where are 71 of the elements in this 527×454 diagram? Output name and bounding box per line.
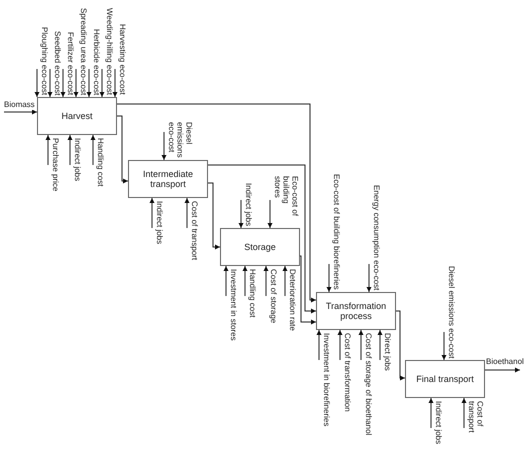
input-label: Cost of transformation bbox=[342, 333, 351, 412]
input-label: Spreading urea eco-cost bbox=[78, 8, 87, 95]
arrow bbox=[184, 198, 190, 228]
arrow bbox=[300, 256, 316, 324]
process-box: Storage bbox=[220, 228, 300, 266]
process-box: Intermediate transport bbox=[128, 160, 208, 198]
arrow bbox=[366, 264, 372, 292]
input-label: Diesel emissions eco-cost bbox=[446, 266, 455, 358]
input-label: Eco-cost of building stores bbox=[272, 176, 298, 226]
input-label: Cost of storage of bioethanol bbox=[363, 333, 372, 436]
arrow bbox=[282, 266, 288, 296]
arrow bbox=[238, 200, 244, 228]
arrow bbox=[74, 68, 78, 98]
arrow bbox=[90, 134, 96, 166]
input-label: Purchase price bbox=[50, 138, 59, 192]
edge-label: Bioethanol bbox=[486, 358, 524, 367]
input-label: Cost of storage bbox=[268, 269, 277, 324]
input-label: Indirect jobs bbox=[72, 138, 81, 182]
input-label: Deterioration rate bbox=[287, 269, 296, 331]
input-label: Indirect jobs bbox=[243, 182, 252, 226]
input-label: Diesel emissions eco-cost bbox=[166, 122, 192, 158]
input-label: Direct jobs bbox=[382, 333, 391, 371]
arrow bbox=[60, 68, 66, 98]
input-label: Harvesting eco-cost bbox=[117, 24, 126, 95]
input-label: Handling cost bbox=[247, 269, 256, 318]
arrow bbox=[268, 200, 272, 228]
arrow bbox=[378, 330, 382, 360]
arrow bbox=[48, 68, 52, 98]
input-label: Seedbed eco-cost bbox=[52, 30, 61, 95]
input-label: Energy consumption eco-cost bbox=[371, 184, 380, 290]
input-label: Indirect jobs bbox=[154, 201, 163, 244]
arrow bbox=[396, 310, 406, 380]
arrow bbox=[326, 264, 332, 292]
input-label: Handling cost bbox=[95, 138, 104, 186]
arrow bbox=[208, 164, 316, 314]
process-box: Harvest bbox=[37, 97, 117, 135]
process-box: Transformation process bbox=[316, 292, 396, 330]
arrow bbox=[116, 104, 316, 302]
arrow bbox=[208, 182, 220, 250]
arrow bbox=[116, 116, 128, 184]
input-label: Investment in biorefineries bbox=[321, 333, 330, 426]
input-label: Cost of transport bbox=[189, 201, 198, 260]
arrow bbox=[442, 332, 446, 360]
arrow bbox=[86, 68, 92, 98]
arrow bbox=[358, 330, 364, 360]
arrow bbox=[4, 110, 38, 114]
arrow bbox=[338, 330, 342, 360]
input-label: Indirect jobs bbox=[433, 401, 442, 444]
arrow bbox=[462, 398, 466, 428]
input-label: Fertilizer eco-cost bbox=[65, 32, 74, 95]
process-box: Final transport bbox=[405, 360, 485, 398]
arrow bbox=[484, 368, 520, 372]
arrow bbox=[100, 68, 104, 98]
input-label: Investment in stores bbox=[228, 269, 237, 341]
input-label: Weeding-hilling eco-cost bbox=[104, 8, 113, 95]
input-label: Cost of transport bbox=[466, 401, 484, 449]
arrow bbox=[162, 132, 166, 160]
arrow bbox=[150, 198, 154, 228]
input-label: Herbicide eco-cost bbox=[91, 28, 100, 95]
input-label: Ploughing eco-cost bbox=[39, 26, 48, 95]
arrow bbox=[264, 266, 268, 296]
edge-label: Biomass bbox=[4, 101, 35, 110]
arrow bbox=[112, 68, 118, 98]
arrow bbox=[242, 266, 248, 296]
arrow bbox=[34, 68, 40, 98]
input-label: Eco-cost of building biorefineries bbox=[331, 174, 340, 290]
arrow bbox=[428, 398, 434, 428]
arrow bbox=[224, 266, 228, 296]
arrow bbox=[46, 134, 50, 166]
arrow bbox=[316, 330, 322, 360]
arrow bbox=[68, 134, 72, 166]
